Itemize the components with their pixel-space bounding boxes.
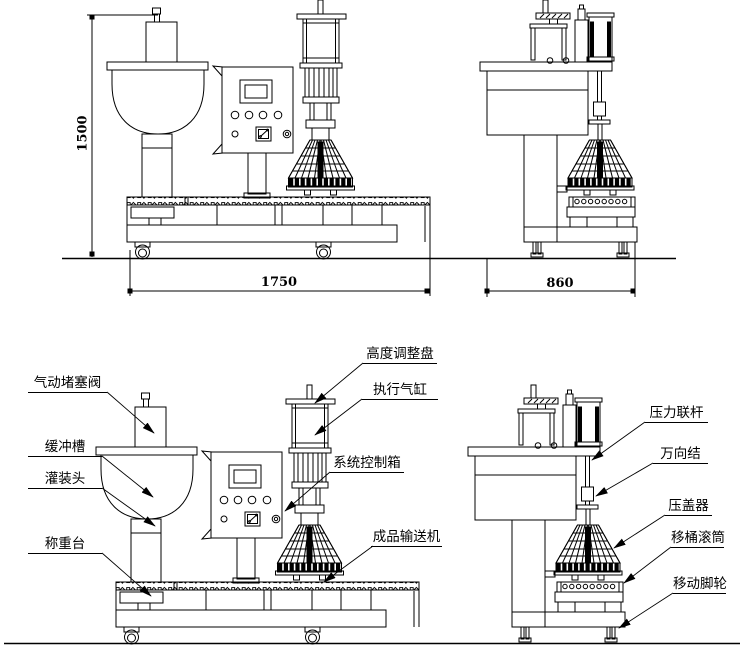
label-universal-joint: 万向结 [653,447,708,464]
dim-front-width: 1750 [260,275,298,290]
label-filling-head: 灌装头 [28,472,102,489]
label-buffer-tank: 缓冲槽 [28,440,102,457]
label-barrel-moving-roller: 移桶滚筒 [671,530,725,548]
label-system-control-box: 系统控制箱 [330,456,404,473]
label-height-adjusting-plate: 高度调整盘 [363,347,437,364]
side-view-bottom [468,385,625,642]
label-pneumatic-plug-valve: 气动堵塞阀 [28,376,107,393]
label-pressure-link-rod: 压力联杆 [645,406,708,423]
label-capping-device: 压盖器 [665,499,712,516]
dim-height: 1500 [75,115,91,152]
side-view-top [480,0,637,257]
ground-lines [4,257,740,645]
dim-side-width: 860 [546,276,574,291]
label-actuating-cylinder: 执行气缸 [362,383,438,400]
label-finished-product-conveyor: 成品输送机 [371,529,442,547]
front-view-bottom [96,385,419,644]
dimension-lines [87,14,636,297]
front-view-top [107,0,430,259]
label-moving-caster: 移动脚轮 [673,576,727,594]
label-weighing-platform: 称重台 [28,537,102,554]
leader-lines [101,362,674,629]
